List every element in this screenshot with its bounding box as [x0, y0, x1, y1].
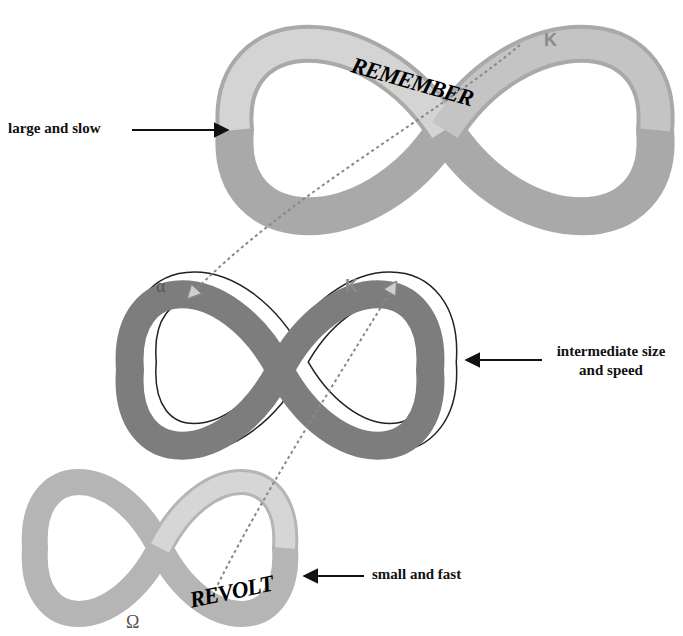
phase-letter: K: [544, 30, 557, 51]
pointer-arrow: [132, 129, 228, 131]
phase-letter: α: [156, 276, 165, 297]
large-cycle: [234, 44, 655, 217]
small-cycle: [35, 482, 286, 614]
pointer-arrow: [466, 359, 542, 361]
scale-label: small and fast: [372, 566, 461, 583]
remember-arrow: [188, 45, 520, 298]
large-cycle-highlight: [445, 44, 656, 130]
phase-letter: K: [345, 276, 358, 297]
revolt-arrow: [215, 282, 396, 590]
intermediate-cycle: [130, 294, 431, 446]
scale-label: intermediate size and speed: [552, 342, 670, 380]
small-cycle-highlight: [160, 482, 285, 548]
phase-letter: Ω: [126, 612, 139, 633]
scale-label: large and slow: [8, 120, 101, 137]
pointer-arrow: [304, 575, 364, 577]
